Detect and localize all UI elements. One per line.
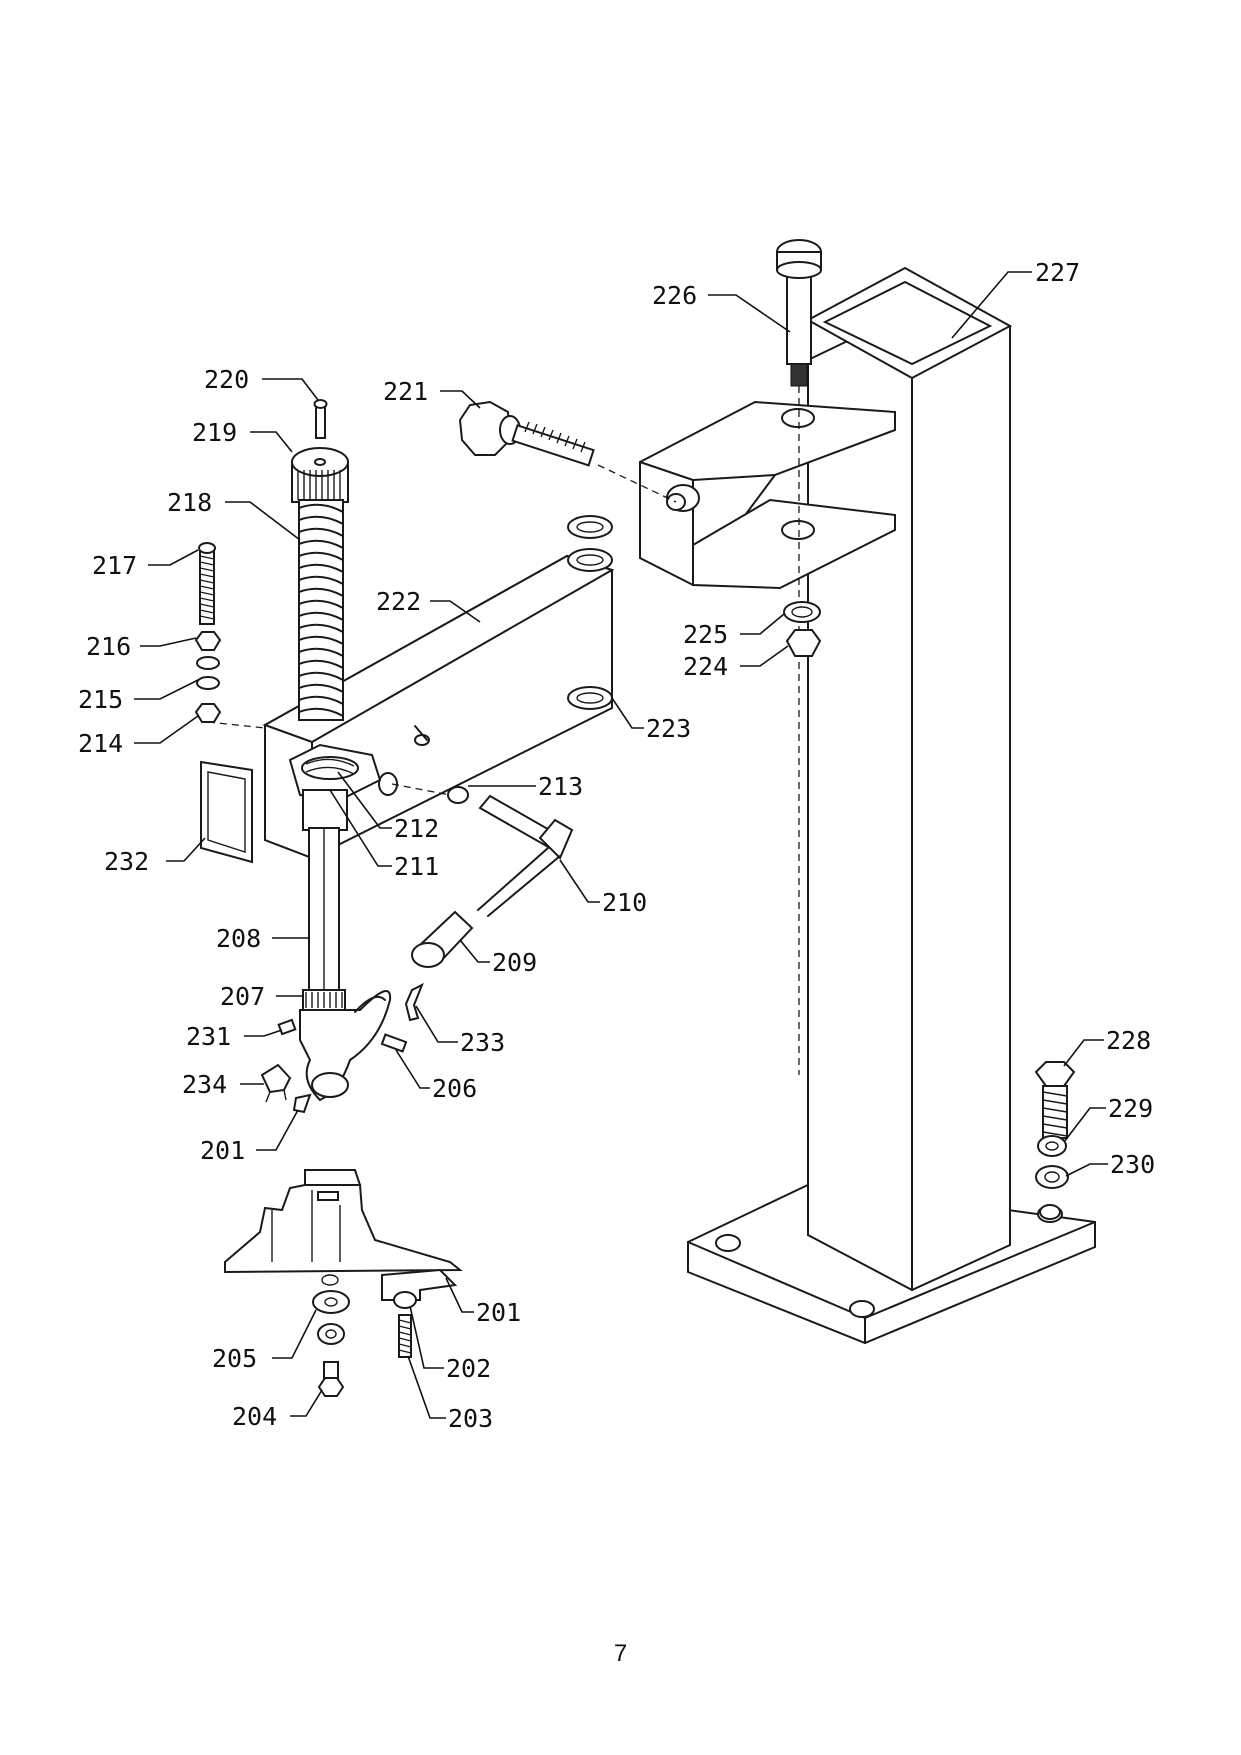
grip-209 [411,910,474,968]
callout-228: 228 [1106,1026,1151,1055]
callout-220: 220 [204,365,249,394]
washer-202 [393,1291,417,1309]
mount-head-207 [292,989,392,1114]
blade-base-201 [224,1169,463,1301]
callout-211: 211 [394,852,439,881]
callout-234: 234 [182,1070,227,1099]
clip-234 [260,1063,292,1103]
collar-211-212 [288,743,382,831]
callout-229: 229 [1108,1094,1153,1123]
set-screw-206 [380,1033,408,1053]
callout-207: 207 [220,982,265,1011]
callout-232: 232 [104,847,149,876]
callout-216: 216 [86,632,131,661]
callout-215: 215 [78,685,123,714]
washer-229 [1037,1135,1067,1157]
washer-205b [317,1323,345,1345]
callout-233: 233 [460,1028,505,1057]
callout-208: 208 [216,924,261,953]
callout-224: 224 [683,652,728,681]
screw-203 [398,1314,412,1358]
callout-218: 218 [167,488,212,517]
callout-217: 217 [92,551,137,580]
hinge-rings-223 [567,515,613,710]
washer-215a [196,656,220,670]
callout-210: 210 [602,888,647,917]
clip-233 [404,982,424,1022]
callout-223: 223 [646,714,691,743]
bolt-204 [317,1361,345,1397]
callout-219: 219 [192,418,237,447]
nut-216 [194,631,222,651]
pivot-pin-226 [776,239,822,387]
callout-231: 231 [186,1022,231,1051]
callout-227: 227 [1035,258,1080,287]
callout-221: 221 [383,377,428,406]
washer-205 [312,1290,350,1314]
knob-screw-221 [458,400,595,467]
screw-220 [313,399,328,439]
page-number: 7 [613,1640,628,1667]
callout-230: 230 [1110,1150,1155,1179]
nut-214 [194,703,222,723]
spring-218 [298,499,344,721]
callout-204: 204 [232,1402,277,1431]
callout-205: 205 [212,1344,257,1373]
nut-224 [785,629,822,657]
washer-225 [783,601,821,623]
callouts: 220 219 218 217 216 215 214 221 222 223 … [78,258,1155,1433]
callout-214: 214 [78,729,123,758]
pillar-stand-227 [639,266,1096,1345]
anchor-bolt-228 [1034,1061,1076,1139]
callout-209: 209 [492,948,537,977]
callout-201-upper: 201 [200,1136,245,1165]
callout-212: 212 [394,814,439,843]
handle-210 [477,794,574,917]
callout-226: 226 [652,281,697,310]
small-bolt-231 [277,1018,297,1036]
callout-213: 213 [538,772,583,801]
washer-230 [1035,1165,1069,1189]
callout-201-lower: 201 [476,1298,521,1327]
callout-222: 222 [376,587,421,616]
callout-203: 203 [448,1404,493,1433]
callout-225: 225 [683,620,728,649]
pad-232 [200,760,253,864]
bolt-217 [198,542,216,625]
callout-202: 202 [446,1354,491,1383]
callout-206: 206 [432,1074,477,1103]
cap-219 [291,447,349,503]
ring-213 [447,786,469,804]
knob-axis-line [597,464,677,503]
washer-215b [196,676,220,690]
